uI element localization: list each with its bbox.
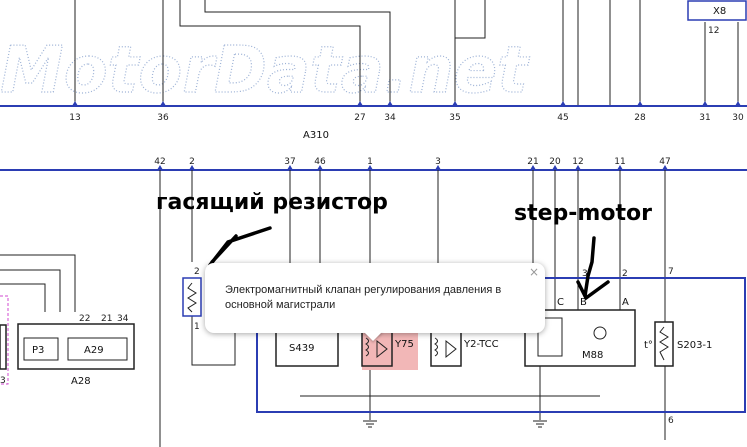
pin-marker: [157, 165, 163, 170]
pin-marker: [702, 101, 708, 106]
tooltip-text: Электромагнитный клапан регулирования да…: [225, 284, 502, 311]
pin-label: 28: [634, 113, 646, 123]
pin-label: 11: [614, 157, 625, 167]
top-bus-pins: 13 36 27 34 35 45 28 31 30: [69, 101, 744, 123]
m88-coil-icon: [593, 326, 607, 340]
pin-label: 42: [154, 157, 165, 167]
pin-marker: [530, 165, 536, 170]
pin-marker: [560, 101, 566, 106]
pin-label: 3: [582, 269, 588, 279]
connector-y2-tcc-label: Y2-TCC: [463, 339, 499, 350]
pin-label: 3: [0, 376, 6, 386]
m88-element: [537, 317, 563, 357]
pin-label: 6: [668, 416, 674, 426]
pin-label: 13: [69, 113, 80, 123]
resistor-zigzag: [187, 282, 197, 313]
y75-valve-icon: [376, 339, 388, 359]
connector-a28-label: A28: [71, 376, 91, 387]
pin-label: 2: [194, 267, 200, 277]
connector-y75-label: Y75: [394, 339, 414, 350]
pin-marker: [287, 165, 293, 170]
pin-marker: [387, 101, 393, 106]
connector-m88-label: M88: [582, 350, 603, 361]
watermark-text: MotorData.net: [0, 34, 530, 108]
pin-label: 34: [117, 314, 129, 324]
pin-label: 22: [79, 314, 90, 324]
close-icon[interactable]: ×: [528, 265, 539, 279]
y2-tcc-coil-icon: [434, 337, 438, 357]
temperature-symbol: t°: [644, 340, 653, 351]
resistor-box: [182, 277, 202, 317]
pin-marker: [160, 101, 166, 106]
y2-tcc-valve-icon: [445, 339, 457, 359]
pin-label: 2: [189, 157, 195, 167]
pin-label: 46: [314, 157, 326, 167]
pin-marker: [452, 101, 458, 106]
upper-wires: [74, 0, 739, 106]
connector-s203-1-label: S203-1: [677, 340, 712, 351]
pin-label: 20: [549, 157, 561, 167]
m88-pin-a: A: [622, 297, 629, 308]
pin-marker: [552, 165, 558, 170]
connector-a29-label: A29: [84, 345, 104, 356]
pin-label: 12: [708, 26, 719, 36]
pin-label: 47: [659, 157, 670, 167]
pin-label: 7: [668, 267, 674, 277]
pin-marker: [575, 165, 581, 170]
connector-s439-label: S439: [289, 343, 314, 354]
tooltip-tail: [363, 331, 383, 341]
pin-marker: [735, 101, 741, 106]
pin-marker: [637, 101, 643, 106]
pin-label: 37: [284, 157, 295, 167]
pin-marker: [617, 165, 623, 170]
connector-x8-label: X8: [713, 6, 726, 17]
pin-marker: [367, 165, 373, 170]
pin-label: 3: [435, 157, 441, 167]
annotation-resistor: гасящий резистор: [156, 190, 388, 215]
a310-pins: 42 2 37 46 1 3 21 20 12 11 47: [154, 157, 671, 170]
resistor-arrow-icon: [208, 226, 272, 267]
connector-p3-label: P3: [32, 345, 44, 356]
m88-pin-c: C: [557, 297, 564, 308]
pin-marker: [435, 165, 441, 170]
m88-pin-b: B: [580, 297, 587, 308]
pin-label: 45: [557, 113, 568, 123]
pin-marker: [357, 101, 363, 106]
pin-label: 21: [527, 157, 538, 167]
component-frame: [256, 277, 746, 413]
ground-symbols: [363, 420, 547, 428]
pin-marker: [317, 165, 323, 170]
pin-label: 30: [732, 113, 744, 123]
pin-marker: [72, 101, 78, 106]
pin-label: 31: [699, 113, 710, 123]
annotation-step-motor: step-motor: [514, 201, 652, 226]
pin-marker: [189, 165, 195, 170]
pin-label: 34: [384, 113, 396, 123]
step-motor-arrow-icon: [576, 236, 610, 300]
pin-marker: [662, 165, 668, 170]
pin-label: 35: [449, 113, 460, 123]
pin-label: 27: [354, 113, 365, 123]
connector-a310-label: A310: [303, 130, 329, 141]
connector-s439-box: [275, 329, 339, 367]
tooltip-popup: Электромагнитный клапан регулирования да…: [205, 263, 545, 341]
pin-label: 1: [194, 322, 200, 332]
connector-a29-box: [67, 337, 128, 361]
s203-1-zigzag: [659, 326, 669, 361]
left-edge-dashed: [0, 295, 9, 385]
pin-label: 2: [622, 269, 628, 279]
pin-label: 36: [157, 113, 169, 123]
pin-label: 21: [101, 314, 112, 324]
connector-x8-box: [687, 0, 747, 21]
pin-label: 12: [572, 157, 583, 167]
left-edge-box: [0, 324, 7, 370]
y75-coil-icon: [365, 337, 369, 357]
pin-label: 1: [367, 157, 373, 167]
connector-p3-box: [23, 337, 59, 361]
